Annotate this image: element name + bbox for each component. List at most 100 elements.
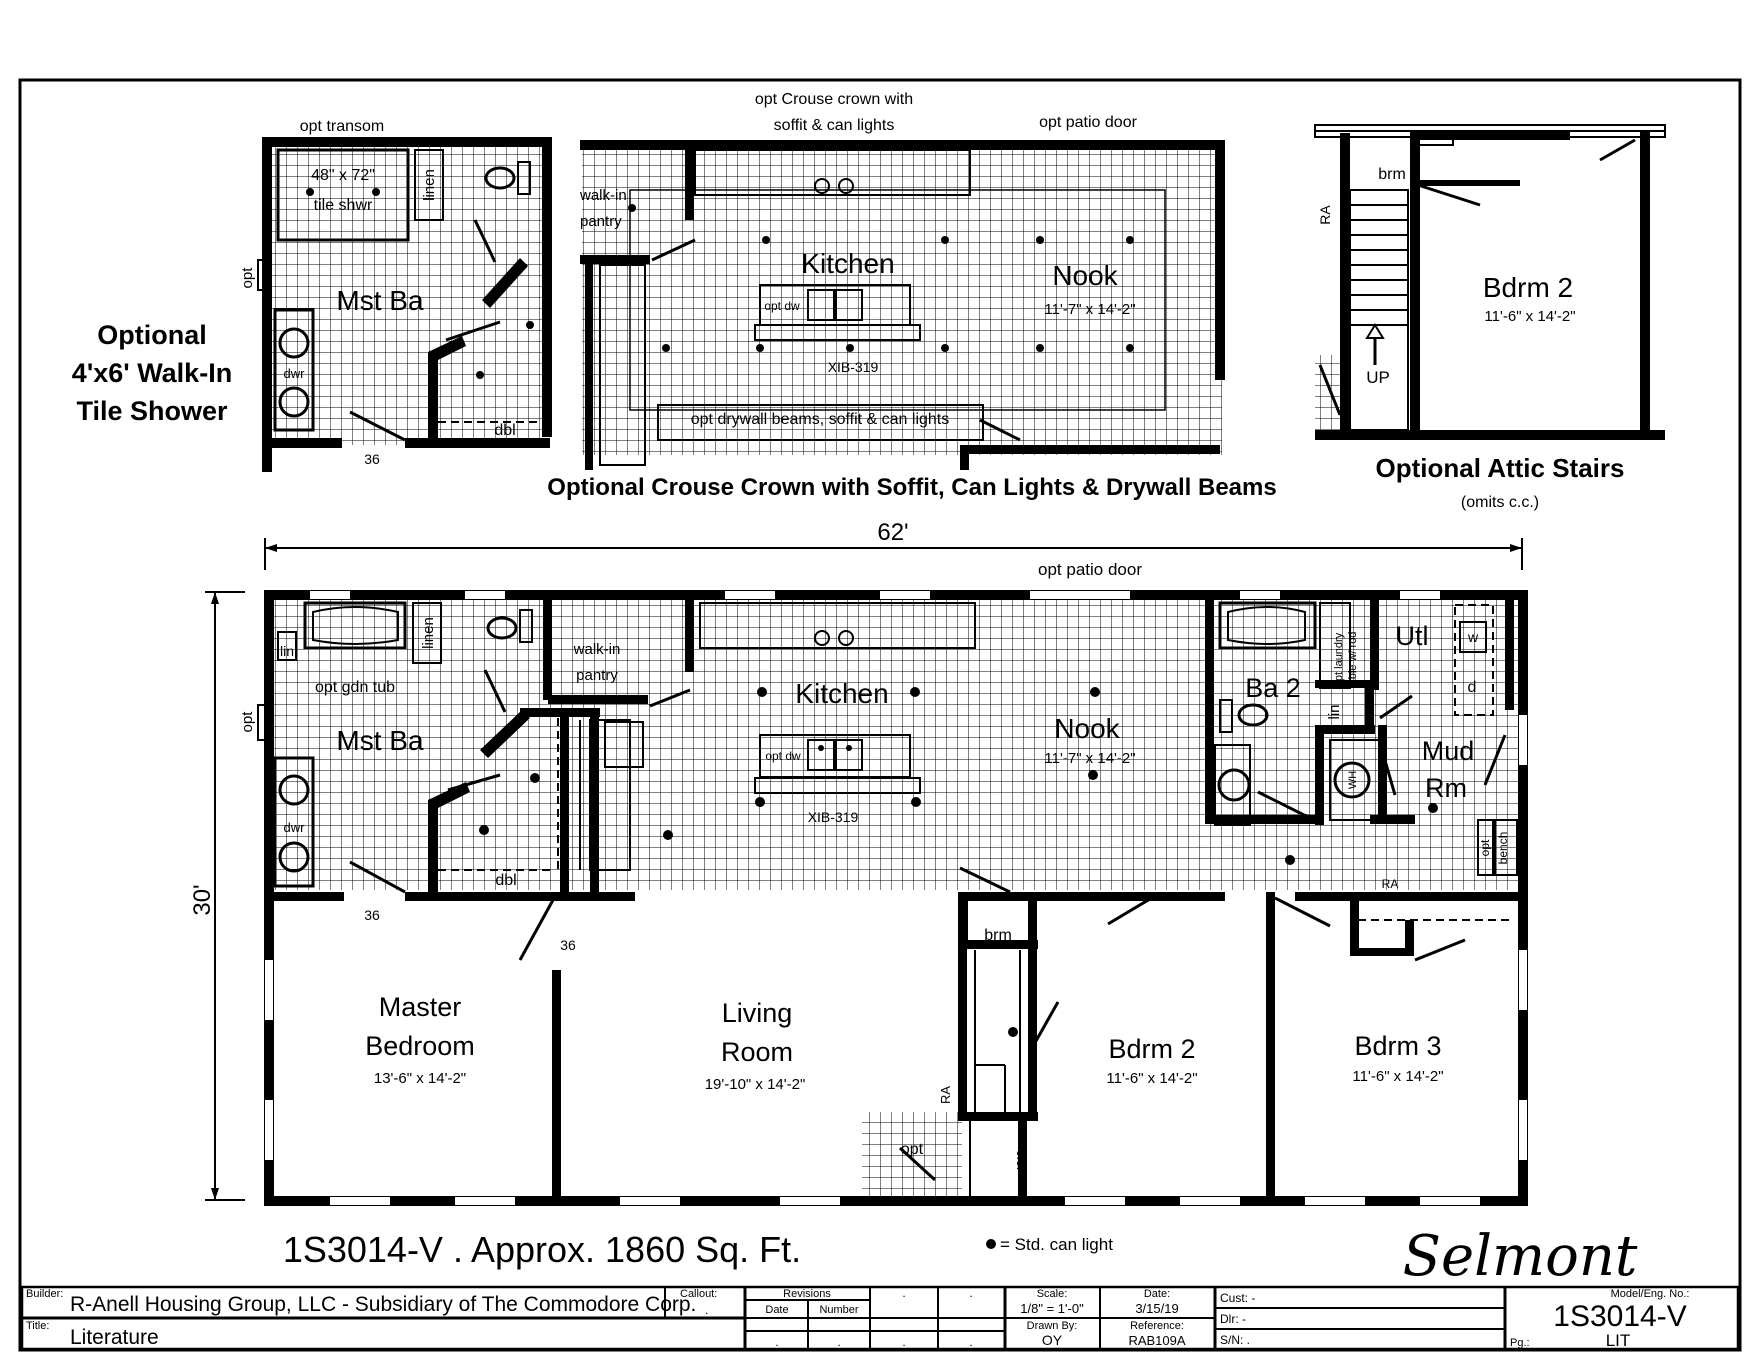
plan-washer-label: w <box>1467 629 1479 645</box>
plan-lin-label-2: lin <box>1326 704 1343 719</box>
crown-nook-label: Nook <box>1052 260 1118 291</box>
plan-dbl-label: dbl <box>495 872 516 889</box>
crown-note-line-2: soffit & can lights <box>774 117 895 134</box>
revisions-label: Revisions <box>783 1288 831 1300</box>
plan-pantry-label-1: walk-in <box>573 641 621 658</box>
plan-laundry-label-1: opt laundry <box>1333 632 1345 687</box>
attic-ra-label: RA <box>1317 205 1333 225</box>
plan-living-label-2: Room <box>721 1037 793 1067</box>
plan-patio-label: opt patio door <box>1038 560 1142 579</box>
builder-name: R-Anell Housing Group, LLC - Subsidiary … <box>70 1293 696 1316</box>
crown-option-caption: Optional Crouse Crown with Soffit, Can L… <box>547 474 1276 501</box>
reference-value: RAB109A <box>1128 1333 1185 1348</box>
dealer-field: Dlr: - <box>1220 1312 1246 1326</box>
attic-bdrm-dim: 11'-6" x 14'-2" <box>1484 308 1575 325</box>
brand-name: Selmont <box>1403 1224 1638 1289</box>
plan-pantry-label-2: pantry <box>576 667 618 684</box>
title-block: Builder: R-Anell Housing Group, LLC - Su… <box>20 1285 1740 1351</box>
plan-gdn-tub-label: opt gdn tub <box>315 679 395 696</box>
scale-label: Scale: <box>1037 1288 1068 1300</box>
plan-master-label-1: Master <box>379 992 462 1022</box>
revisions-dot-c: . <box>775 1335 778 1349</box>
shower-option-caption-3: Tile Shower <box>76 396 228 426</box>
depth-dim-label: 30' <box>189 884 216 915</box>
attic-inset: brm RA UP Bdrm 2 11'-6" x 14'-2" <box>1314 124 1666 440</box>
depth-dimension: 30' <box>189 591 245 1201</box>
scale-value: 1/8" = 1'-0" <box>1020 1301 1084 1316</box>
plan-master-dim: 13'-6" x 14'-2" <box>374 1070 466 1087</box>
crown-nook-dim: 11'-7" x 14'-2" <box>1044 301 1135 318</box>
plan-nook-label: Nook <box>1054 713 1120 744</box>
plan-living-label-1: Living <box>722 998 793 1028</box>
plan-lin-label: lin <box>280 643 294 659</box>
plan-opt-porch-label: opt <box>901 1141 924 1158</box>
linen-label: linen <box>421 169 438 201</box>
plan-laundry-label-2: table w/ rod <box>1347 632 1359 689</box>
plan-mst-ba-label: Mst Ba <box>336 725 424 756</box>
attic-up-label: UP <box>1366 368 1390 387</box>
crown-opt-dw-label: opt dw <box>764 299 800 313</box>
revisions-dot-d: . <box>837 1335 840 1349</box>
plan-linen-label: linen <box>420 617 437 649</box>
callout-value: . <box>705 1303 708 1317</box>
customer-field: Cust: - <box>1220 1291 1255 1305</box>
shower-option-caption-1: Optional <box>97 320 207 350</box>
revisions-dot-b: . <box>969 1286 972 1300</box>
plan-bdrm3-dim: 11'-6" x 14'-2" <box>1352 1068 1443 1085</box>
mst-ba-inset-label: Mst Ba <box>336 285 424 316</box>
page-value: LIT <box>1606 1331 1631 1350</box>
plan-master-label-2: Bedroom <box>365 1031 475 1061</box>
can-light-legend-dot <box>986 1239 996 1249</box>
shower-size-label: 48" x 72" <box>311 167 375 184</box>
reference-label: Reference: <box>1130 1320 1184 1332</box>
plan-door-36-a: 36 <box>364 907 380 923</box>
attic-brm-label: brm <box>1378 166 1406 183</box>
builder-label: Builder: <box>26 1288 63 1300</box>
drawn-by-value: OY <box>1042 1332 1063 1348</box>
plan-nook-dim: 11'-7" x 14'-2" <box>1044 750 1135 767</box>
opt-window-label: opt <box>239 267 256 289</box>
serial-field: S/N: . <box>1220 1333 1250 1347</box>
crown-pantry-label-1: walk-in <box>579 187 627 204</box>
plan-opt-bench-label: opt <box>1478 839 1492 856</box>
door-36-inset-label: 36 <box>364 451 380 467</box>
plan-utl-label: Utl <box>1396 621 1429 651</box>
model-sq-ft-line: 1S3014-V . Approx. 1860 Sq. Ft. <box>283 1229 801 1270</box>
crown-inset: opt Crouse crown with soffit & can light… <box>579 91 1225 470</box>
shower-inset: opt transom 48" x 72" tile shwr linen op… <box>239 118 552 472</box>
plan-ra-hall-label: RA <box>938 1086 953 1104</box>
width-dim-label: 62' <box>877 519 908 546</box>
attic-option-note: (omits c.c.) <box>1461 494 1539 511</box>
width-dimension: 62' <box>264 519 1523 570</box>
plan-bench-label: bench <box>1496 832 1510 865</box>
crown-pantry-label-2: pantry <box>580 213 622 230</box>
dwr-inset-label: dwr <box>284 366 306 381</box>
revisions-dot-f: . <box>969 1335 972 1349</box>
date-value: 3/15/19 <box>1135 1301 1178 1316</box>
plan-ra-mud-label: RA <box>1382 877 1399 891</box>
plan-ba2-label: Ba 2 <box>1245 673 1301 703</box>
opt-transom-label: opt transom <box>300 118 384 135</box>
attic-bdrm-label: Bdrm 2 <box>1483 272 1573 303</box>
callout-label: Callout: <box>680 1288 717 1300</box>
drawn-by-label: Drawn By: <box>1027 1320 1078 1332</box>
plan-island-label: XIB-319 <box>808 809 859 825</box>
revisions-dot-e: . <box>902 1335 905 1349</box>
shower-type-label: tile shwr <box>314 197 373 214</box>
plan-bdrm2-dim: 11'-6" x 14'-2" <box>1106 1070 1197 1087</box>
revisions-number-col: Number <box>819 1304 858 1316</box>
title-label: Title: <box>26 1320 49 1332</box>
dbl-inset-label: dbl <box>494 422 515 439</box>
plan-door-36-b: 36 <box>560 937 576 953</box>
can-light-legend: = Std. can light <box>1000 1235 1113 1254</box>
model-no-value: 1S3014-V <box>1553 1300 1686 1333</box>
plan-bdrm3-label: Bdrm 3 <box>1354 1031 1441 1061</box>
model-no-label: Model/Eng. No.: <box>1611 1288 1690 1300</box>
crown-beams-label: opt drywall beams, soffit & can lights <box>691 411 950 428</box>
plan-opt-dw-label: opt dw <box>765 749 801 763</box>
plan-water-heater-label: WH <box>1347 771 1359 789</box>
plan-mud-label-1: Mud <box>1422 736 1475 766</box>
plan-living-dim: 19'-10" x 14'-2" <box>705 1076 806 1093</box>
